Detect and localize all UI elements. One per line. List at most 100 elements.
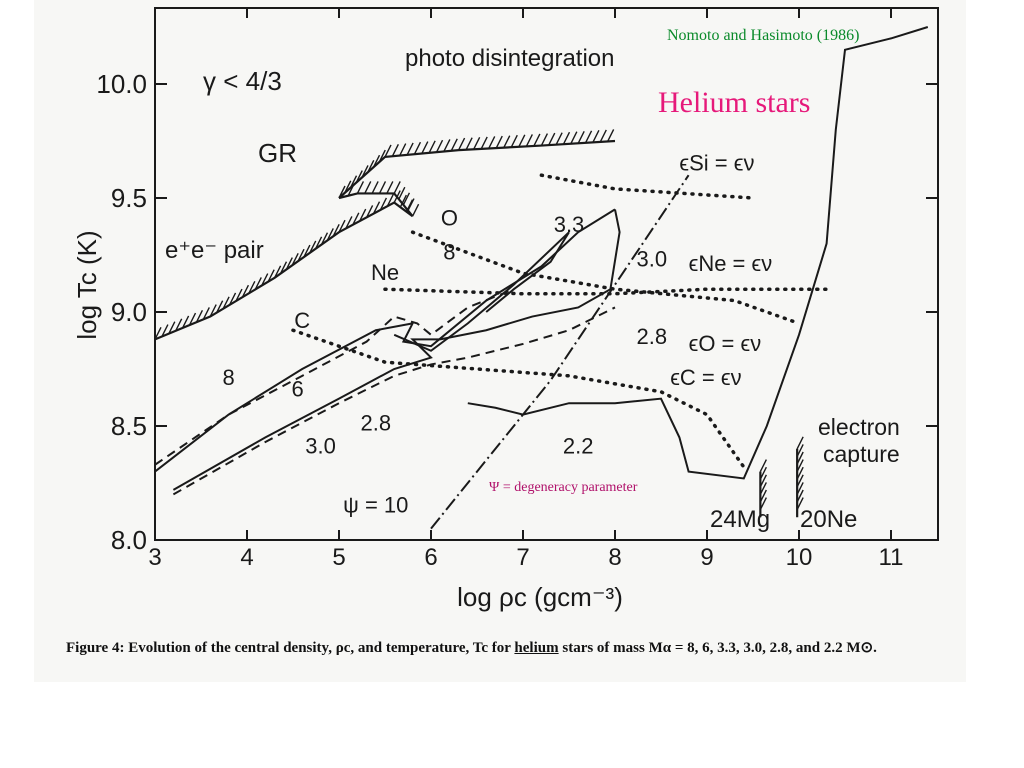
pair-boundary-hatch-0-2 bbox=[168, 321, 176, 334]
pair-boundary-hatch-3-7 bbox=[386, 193, 394, 207]
pair-boundary-hatch-7-0 bbox=[356, 181, 365, 194]
pair-boundary-hatch-0-7 bbox=[202, 307, 210, 320]
pair-boundary-hatch-2-3 bbox=[291, 253, 299, 266]
caption-part1: Figure 4: Evolution of the central densi… bbox=[66, 640, 515, 656]
curve-label-12: ψ = 10 bbox=[343, 493, 408, 518]
x-tick-label-0: 3 bbox=[148, 544, 161, 571]
photo-boundary-hatch-2-0 bbox=[457, 137, 466, 151]
figure-caption: Figure 4: Evolution of the central densi… bbox=[66, 637, 956, 660]
curve-label-10: 2.8 bbox=[637, 324, 668, 349]
ne-capture-boundary-hatch-0-1 bbox=[796, 444, 804, 457]
pair-boundary-hatch-2-6 bbox=[309, 240, 317, 254]
citation: Nomoto and Hasimoto (1986) bbox=[667, 27, 860, 44]
curve-label-11: 2.2 bbox=[563, 433, 594, 458]
pair-boundary-hatch-2-8 bbox=[320, 232, 329, 245]
curve-label-9: 3.0 bbox=[637, 246, 668, 271]
curve-label-2: 3.0 bbox=[305, 433, 336, 458]
photo-boundary-hatch-3-4 bbox=[570, 131, 578, 145]
pair-boundary-hatch-1-6 bbox=[248, 280, 256, 294]
photo-boundary-hatch-0-5 bbox=[367, 160, 375, 173]
gr-label: GR bbox=[258, 138, 297, 168]
photo-boundary-hatch-3-8 bbox=[599, 129, 607, 143]
photo-boundary-hatch-3-2 bbox=[555, 132, 563, 145]
x-tick-label-1: 4 bbox=[240, 544, 253, 571]
track-3_3 bbox=[393, 231, 570, 352]
slide-heading: Helium stars bbox=[658, 86, 811, 119]
photo-boundary bbox=[338, 139, 616, 199]
photo-boundary-hatch-3-9 bbox=[607, 129, 615, 142]
photo-boundary-hatch-0-2 bbox=[349, 175, 358, 189]
pair-boundary-hatch-4-1 bbox=[399, 194, 407, 208]
caption-emph: helium bbox=[514, 640, 559, 656]
mg-label: 24Mg bbox=[710, 506, 770, 533]
curve-label-4: O bbox=[441, 205, 458, 230]
pair-boundary-hatch-4-2 bbox=[405, 199, 414, 212]
pair-boundary-hatch-2-0 bbox=[273, 265, 282, 279]
pair-boundary-hatch-2-10 bbox=[332, 224, 340, 237]
photo-boundary-hatch-3-3 bbox=[562, 131, 571, 145]
electron-capture-label-2: capture bbox=[823, 441, 900, 467]
photo-boundary-hatch-1-3 bbox=[406, 142, 414, 156]
psi-10-line bbox=[430, 174, 690, 530]
ne-capture-boundary-hatch-0-6 bbox=[796, 482, 804, 495]
pair-boundary-hatch-2-2 bbox=[285, 257, 293, 270]
pair-boundary-hatch-1-0 bbox=[209, 304, 217, 317]
x-tick-label-6: 9 bbox=[700, 544, 713, 571]
photo-boundary-hatch-1-1 bbox=[391, 143, 399, 157]
gamma-label: γ < 4/3 bbox=[203, 66, 282, 96]
pair-boundary-hatch-1-2 bbox=[222, 296, 230, 310]
y-tick-label-4: 10.0 bbox=[96, 69, 147, 99]
photo-boundary-hatch-1-2 bbox=[399, 143, 407, 156]
burning-label-1: ϵNe = ϵν bbox=[689, 251, 773, 276]
ne-capture-boundary-hatch-0-4 bbox=[796, 466, 804, 480]
mg-capture-boundary-hatch-0-5 bbox=[759, 497, 767, 510]
pair-boundary-hatch-5-2 bbox=[402, 192, 411, 206]
pair-boundary-hatch-1-9 bbox=[267, 269, 275, 282]
pair-boundary-hatch-0-5 bbox=[188, 312, 197, 326]
burning-label-3: ϵC = ϵν bbox=[670, 365, 741, 390]
photo-boundary-hatch-2-1 bbox=[465, 137, 473, 151]
photo-boundary-hatch-0-0 bbox=[338, 185, 346, 199]
pair-boundary-hatch-1-1 bbox=[216, 300, 224, 313]
track-8 bbox=[154, 208, 616, 473]
pair-boundary-hatch-3-0 bbox=[338, 219, 346, 233]
ne-capture-boundary-hatch-0-0 bbox=[796, 436, 804, 450]
caption-part2: stars of mass Mα = 8, 6, 3.3, 3.0, 2.8, … bbox=[558, 640, 877, 656]
photo-boundary-hatch-2-8 bbox=[518, 134, 526, 148]
ne-capture-boundary-hatch-0-5 bbox=[796, 474, 804, 488]
photo-boundary-hatch-2-4 bbox=[488, 136, 496, 149]
y-tick-label-2: 9.0 bbox=[111, 297, 147, 327]
pair-boundary-hatch-6-1 bbox=[386, 181, 394, 194]
mg-capture-boundary-hatch-0-3 bbox=[759, 482, 767, 495]
photo-boundary-hatch-2-6 bbox=[503, 135, 511, 148]
pair-boundary-hatch-2-7 bbox=[314, 236, 323, 250]
pair-boundary-hatch-2-1 bbox=[279, 261, 288, 274]
photo-boundary-hatch-0-6 bbox=[372, 154, 381, 168]
curve-label-7: C bbox=[294, 308, 310, 333]
pair-boundary-hatch-1-8 bbox=[261, 273, 269, 286]
mg-capture-boundary-hatch-0-1 bbox=[759, 466, 767, 480]
curve-label-5: 8 bbox=[443, 240, 455, 265]
pair-boundary-hatch-0-6 bbox=[195, 309, 204, 323]
pair-boundary-hatch-0-0 bbox=[154, 327, 162, 340]
pair-boundary-hatch-6-2 bbox=[378, 181, 387, 194]
burning-line-1 bbox=[383, 287, 829, 296]
pair-label: e⁺e⁻ pair bbox=[165, 237, 264, 264]
pair-boundary-hatch-6-4 bbox=[364, 181, 372, 194]
photo-boundary-hatch-2-2 bbox=[473, 136, 481, 150]
photo-boundary-hatch-2-3 bbox=[480, 136, 488, 150]
photo-boundary-hatch-0-7 bbox=[378, 149, 386, 163]
y-tick-label-3: 9.5 bbox=[111, 183, 147, 213]
y-tick-label-1: 8.5 bbox=[111, 411, 147, 441]
photo-boundary-hatch-1-7 bbox=[435, 139, 444, 153]
pair-boundary-hatch-5-0 bbox=[411, 203, 420, 217]
pair-boundary-hatch-3-4 bbox=[365, 205, 374, 218]
pair-boundary-hatch-3-5 bbox=[372, 201, 381, 214]
photo-label: photo disintegration bbox=[405, 45, 614, 72]
pair-boundary-hatch-3-2 bbox=[352, 212, 360, 226]
curve-label-0: 8 bbox=[222, 365, 234, 390]
photo-boundary-hatch-3-1 bbox=[548, 132, 556, 146]
y-tick-label-0: 8.0 bbox=[111, 525, 147, 555]
ne20-label: 20Ne bbox=[800, 506, 857, 533]
burning-label-2: ϵO = ϵν bbox=[689, 331, 762, 356]
